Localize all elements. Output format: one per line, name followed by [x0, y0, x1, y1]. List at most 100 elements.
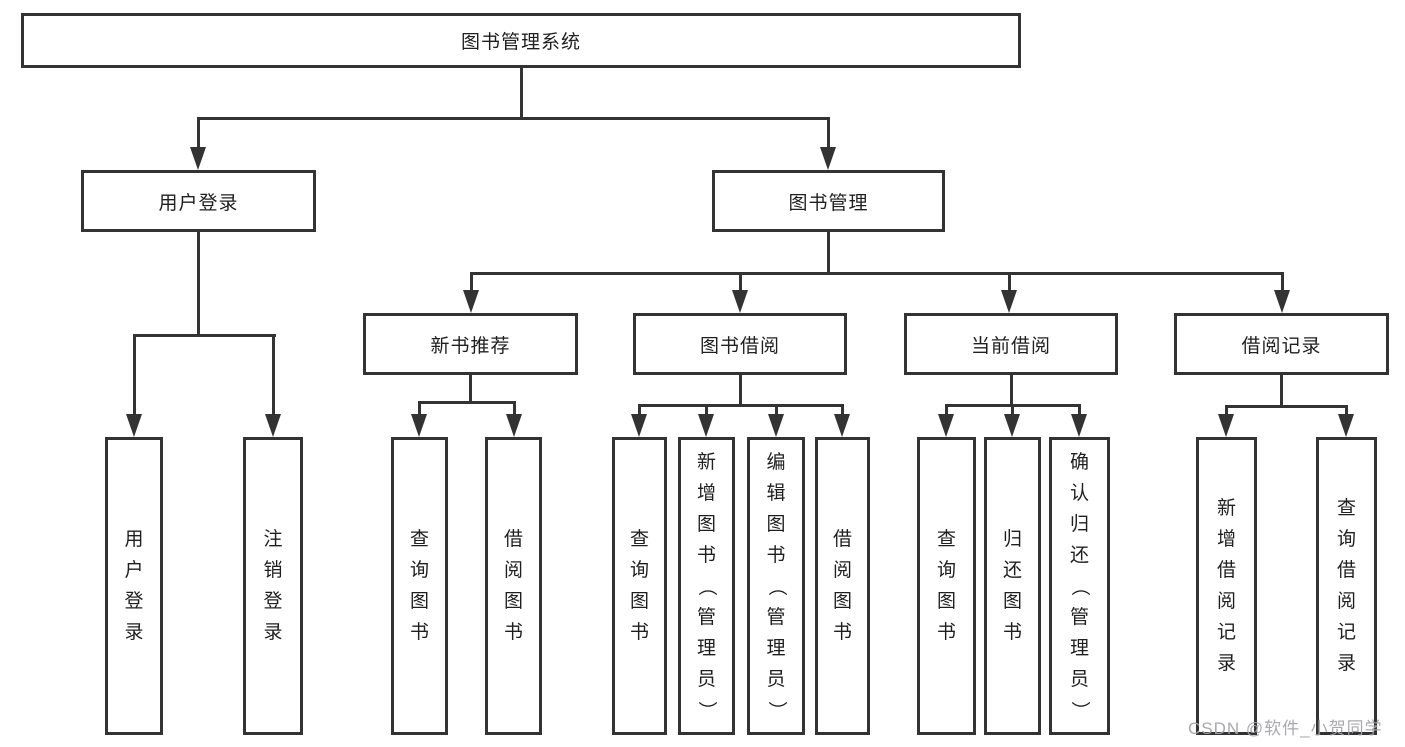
leaf-query-borrow-record-label: 查询借阅记录 [1331, 493, 1362, 679]
connector-line [513, 402, 516, 416]
leaf-borrow-book-2-label: 借阅图书 [827, 524, 858, 648]
connector-line [272, 335, 275, 416]
vertical-char: 图 [503, 591, 523, 612]
vertical-char: 增 [1216, 529, 1236, 550]
vertical-char: 图 [629, 591, 649, 612]
connector-line [1008, 273, 1011, 292]
leaf-confirm-return-admin: 确认归还（管理员） [1049, 437, 1110, 735]
leaf-query-book-1-label: 查询图书 [404, 524, 435, 648]
vertical-char: 阅 [1216, 591, 1236, 612]
vertical-char: 询 [409, 560, 429, 581]
vertical-char: 图 [1002, 591, 1022, 612]
node-borrow-records-label: 借阅记录 [1241, 335, 1322, 357]
node-book-borrow-label: 图书借阅 [699, 335, 780, 357]
arrow-down-icon [126, 414, 142, 437]
connector-line [827, 118, 830, 149]
vertical-char: 书 [629, 622, 649, 643]
leaf-edit-book-admin-label: 编辑图书（管理员） [761, 447, 792, 726]
node-new-book-recommend: 新书推荐 [363, 313, 578, 375]
arrow-down-icon [1004, 414, 1020, 437]
vertical-char: 用 [124, 529, 144, 550]
vertical-char: 录 [124, 622, 144, 643]
connector-line [945, 405, 948, 416]
vertical-char: 询 [936, 560, 956, 581]
connector-line [133, 335, 136, 416]
leaf-edit-book-admin: 编辑图书（管理员） [747, 437, 805, 735]
connector-line [418, 402, 421, 416]
connector-line [739, 375, 742, 406]
vertical-char: 查 [409, 529, 429, 550]
arrow-down-icon [190, 147, 206, 170]
vertical-char: ） [696, 700, 717, 720]
vertical-char: 阅 [1336, 591, 1356, 612]
vertical-char: 图 [936, 591, 956, 612]
connector-line [1225, 406, 1228, 416]
leaf-confirm-return-admin-label: 确认归还（管理员） [1064, 447, 1095, 726]
vertical-char: 管 [766, 606, 786, 628]
vertical-char: （ [696, 576, 717, 596]
arrow-down-icon [463, 290, 479, 313]
connector-line [638, 405, 641, 416]
vertical-char: 询 [1336, 529, 1356, 550]
vertical-char: 书 [503, 622, 523, 643]
vertical-char: 书 [832, 622, 852, 643]
node-current-borrow: 当前借阅 [904, 313, 1118, 375]
node-root: 图书管理系统 [21, 13, 1021, 68]
arrow-down-icon [732, 290, 748, 313]
arrow-down-icon [506, 414, 522, 437]
node-user-login-label: 用户登录 [158, 192, 239, 214]
vertical-char: 员 [766, 668, 786, 690]
node-book-borrow: 图书借阅 [633, 313, 847, 375]
node-borrow-records: 借阅记录 [1174, 313, 1389, 375]
vertical-char: 录 [263, 622, 283, 643]
vertical-char: 记 [1336, 622, 1356, 643]
connector-line [739, 273, 742, 292]
vertical-char: 书 [766, 544, 786, 566]
connector-line [1280, 375, 1283, 407]
leaf-return-book: 归还图书 [984, 437, 1041, 735]
vertical-char: 编 [766, 451, 786, 473]
vertical-char: 理 [1069, 637, 1089, 659]
vertical-char: 辑 [766, 482, 786, 504]
arrow-down-icon [698, 414, 714, 437]
vertical-char: 归 [1069, 513, 1089, 535]
vertical-char: 图 [766, 513, 786, 535]
arrow-down-icon [1338, 414, 1354, 437]
arrow-down-icon [768, 414, 784, 437]
vertical-char: 询 [629, 560, 649, 581]
connector-line [418, 401, 516, 404]
vertical-char: 理 [696, 637, 716, 659]
connector-line [638, 404, 844, 407]
vertical-char: 图 [832, 591, 852, 612]
vertical-char: 书 [1002, 622, 1022, 643]
connector-line [133, 334, 276, 337]
vertical-char: 阅 [832, 560, 852, 581]
vertical-char: ） [1069, 700, 1090, 720]
vertical-char: 借 [503, 529, 523, 550]
vertical-char: 登 [263, 591, 283, 612]
arrow-down-icon [1071, 414, 1087, 437]
connector-line [1010, 375, 1013, 406]
leaf-borrow-book-1: 借阅图书 [485, 437, 542, 735]
connector-line [470, 272, 1284, 275]
vertical-char: 认 [1069, 482, 1089, 504]
vertical-char: 增 [696, 482, 716, 504]
watermark: CSDN @软件_小贺同学 [1188, 719, 1383, 738]
vertical-char: 查 [936, 529, 956, 550]
vertical-char: 查 [1336, 498, 1356, 519]
connector-line [197, 232, 200, 336]
node-book-management: 图书管理 [712, 170, 945, 232]
leaf-logout-label: 注销登录 [258, 524, 289, 648]
leaf-query-book-2-label: 查询图书 [624, 524, 655, 648]
connector-line [1281, 273, 1284, 292]
leaf-add-book-admin-label: 新增图书（管理员） [691, 447, 722, 726]
connector-line [775, 405, 778, 416]
vertical-char: 管 [1069, 606, 1089, 628]
connector-line [520, 66, 523, 118]
vertical-char: ） [765, 700, 787, 720]
vertical-char: 注 [263, 529, 283, 550]
connector-line [1011, 405, 1014, 416]
leaf-user-login: 用户登录 [105, 437, 163, 735]
vertical-char: 销 [263, 560, 283, 581]
arrow-down-icon [265, 414, 281, 437]
